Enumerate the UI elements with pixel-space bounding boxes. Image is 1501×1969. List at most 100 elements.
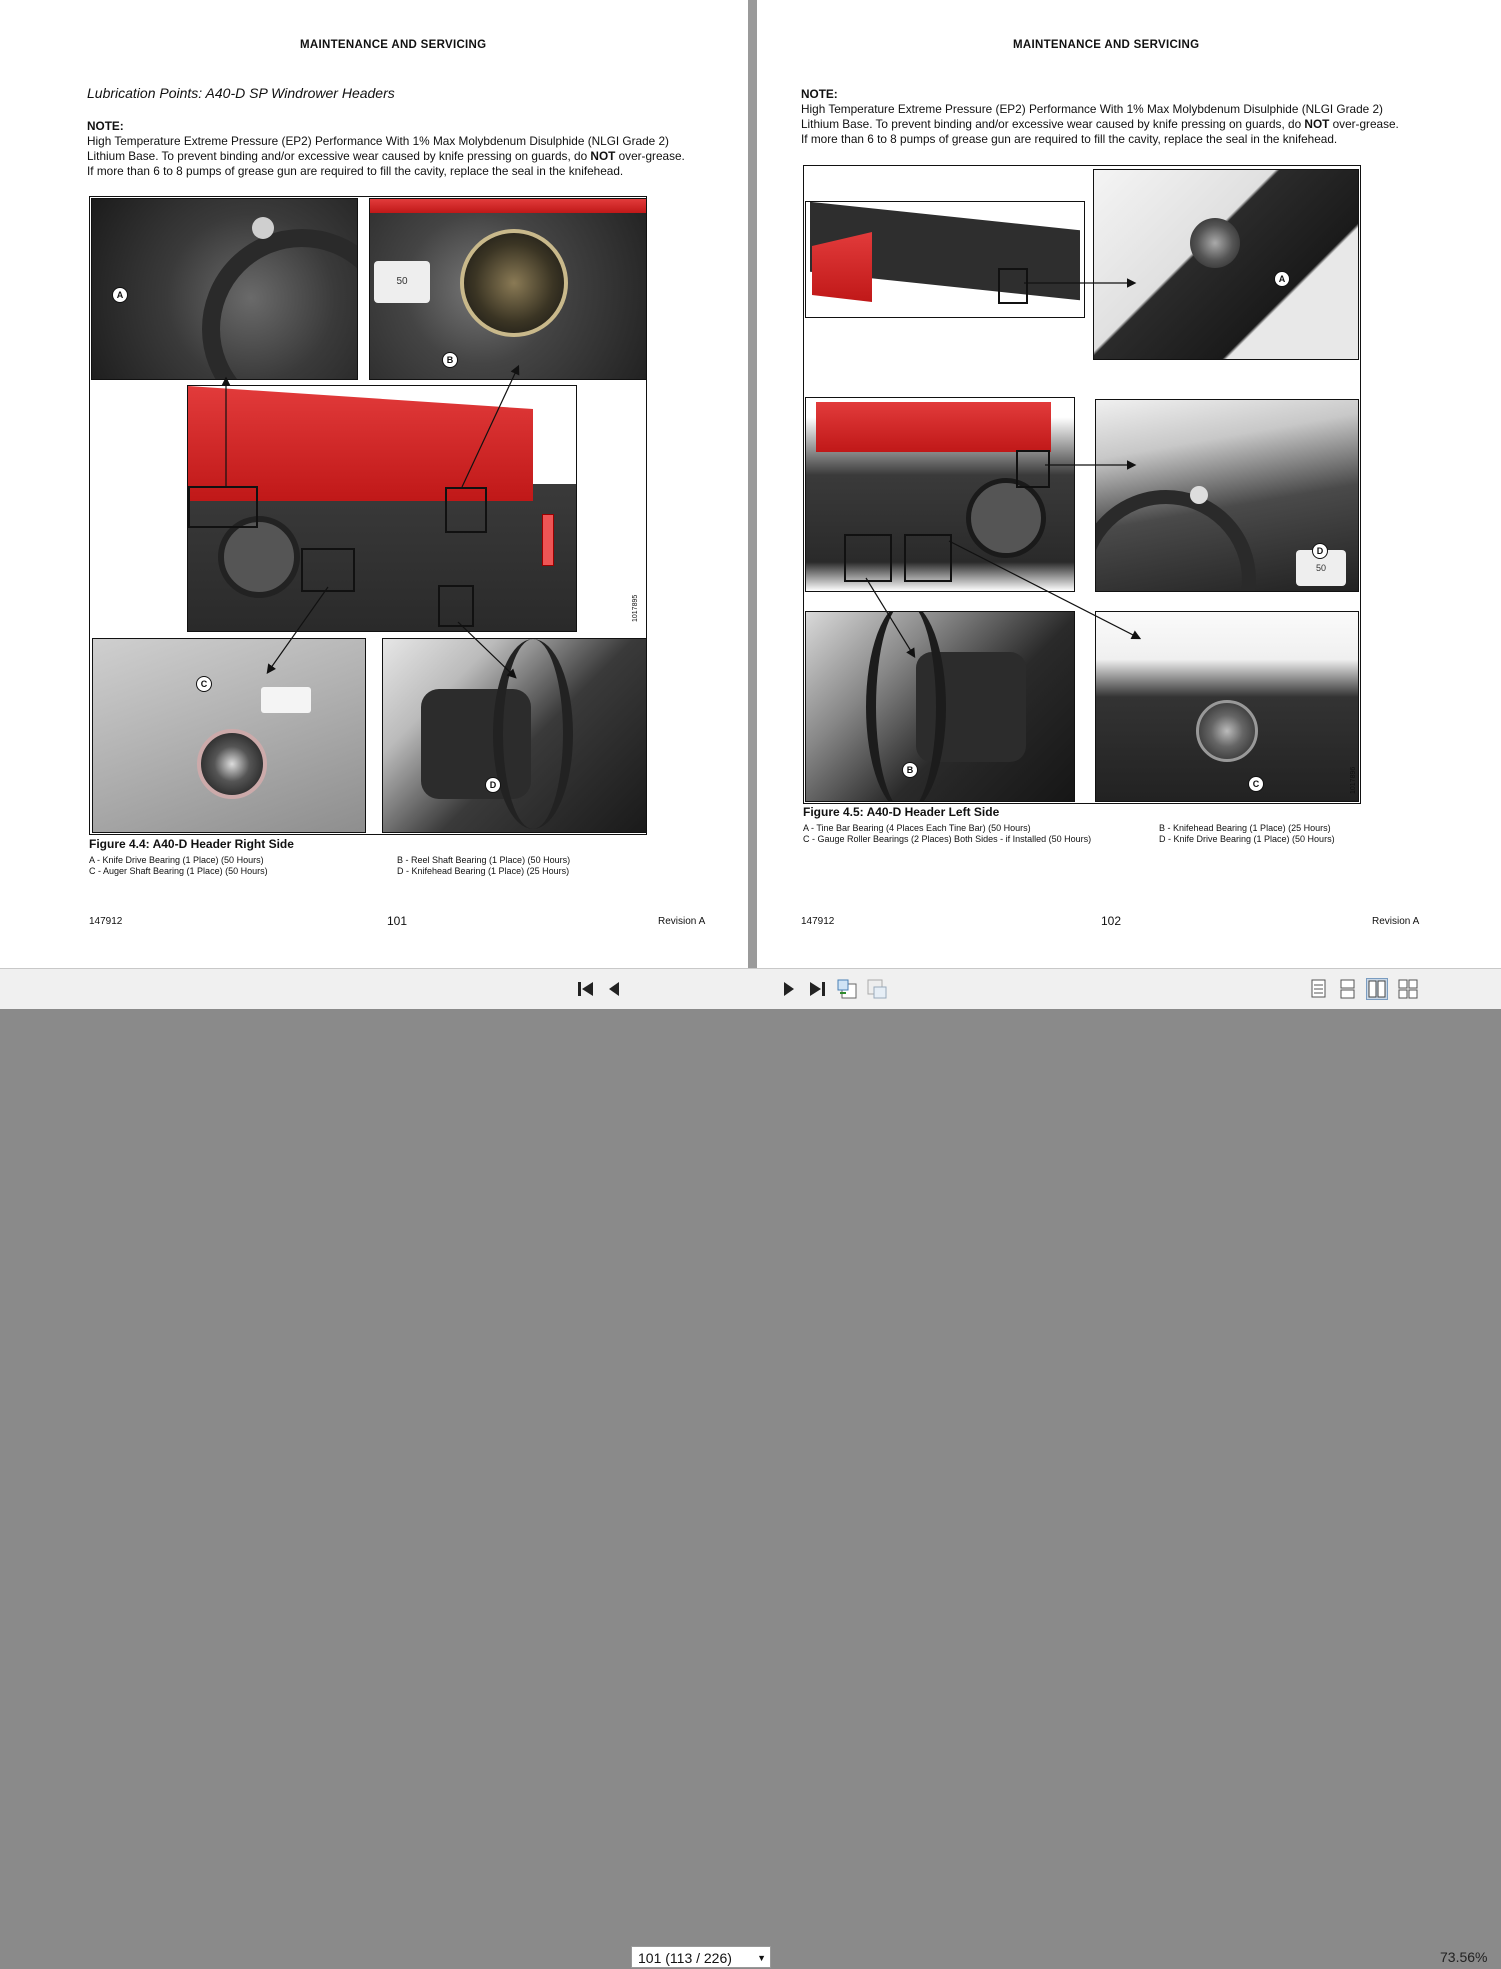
figure-caption: Figure 4.5: A40-D Header Left Side	[803, 805, 1000, 819]
footer-doc-number: 147912	[801, 916, 835, 927]
facing-pages-view-icon[interactable]	[1366, 978, 1388, 1000]
tag-label: 50	[374, 261, 430, 303]
red-panel-edge	[370, 199, 646, 213]
callout-c: C	[1248, 776, 1264, 792]
figure-code: 1017896	[1350, 766, 1357, 794]
page-header: MAINTENANCE AND SERVICING	[300, 39, 487, 51]
legend-item: C - Auger Shaft Bearing (1 Place) (50 Ho…	[89, 866, 268, 876]
first-page-icon[interactable]	[575, 978, 597, 1000]
figure-4-4: A 50 B 1017895 C D	[89, 196, 647, 835]
photo-header-right-side	[187, 385, 577, 632]
note-line: Lithium Base. To prevent binding and/or …	[801, 117, 1399, 132]
note-emphasis: NOT	[1304, 117, 1330, 131]
figure-caption: Figure 4.4: A40-D Header Right Side	[89, 837, 294, 851]
prev-page-icon[interactable]	[603, 978, 625, 1000]
photo-knifehead-bearing: D	[382, 638, 647, 833]
photo-knife-drive-bearing: 50 D	[1095, 399, 1359, 592]
figure-4-5: A 50 D B C 1017896	[803, 165, 1361, 804]
highlight-a	[998, 268, 1028, 304]
bearing-shape	[197, 729, 267, 799]
highlight-b	[904, 534, 952, 582]
callout-c: C	[196, 676, 212, 692]
callout-a: A	[112, 287, 128, 303]
note-emphasis: NOT	[590, 149, 616, 163]
pulley-shape	[866, 612, 946, 801]
note-line: High Temperature Extreme Pressure (EP2) …	[801, 102, 1383, 116]
left-document-page: MAINTENANCE AND SERVICING Lubrication Po…	[0, 0, 748, 968]
bolt-shape	[1190, 486, 1208, 504]
callout-b: B	[902, 762, 918, 778]
highlight-d	[1016, 450, 1050, 488]
footer-page-number: 102	[1101, 914, 1122, 928]
highlight-a	[188, 486, 258, 528]
note-line: Lithium Base. To prevent binding and/or …	[87, 149, 685, 164]
next-page-icon[interactable]	[778, 978, 800, 1000]
legend-item: B - Reel Shaft Bearing (1 Place) (50 Hou…	[397, 855, 571, 865]
single-page-view-icon[interactable]	[1308, 978, 1330, 1000]
photo-tine-bar-bearing: A	[1093, 169, 1359, 360]
figure-code: 1017895	[632, 594, 639, 622]
callout-b: B	[442, 352, 458, 368]
photo-gauge-roller-bearing: C	[1095, 611, 1359, 802]
figure-legend-col1: A - Knife Drive Bearing (1 Place) (50 Ho…	[89, 855, 268, 877]
pulley-shape	[966, 478, 1046, 558]
page-number-select[interactable]: 101 (113 / 226) ▼	[631, 1946, 771, 1968]
legend-item: D - Knifehead Bearing (1 Place) (25 Hour…	[397, 866, 570, 876]
photo-knife-drive-bearing: A	[91, 198, 358, 380]
bearing-shape	[460, 229, 568, 337]
legend-item: C - Gauge Roller Bearings (2 Places) Bot…	[803, 834, 1092, 844]
section-title: Lubrication Points: A40-D SP Windrower H…	[87, 85, 395, 101]
legend-item: A - Knife Drive Bearing (1 Place) (50 Ho…	[89, 855, 264, 865]
page-divider	[748, 0, 757, 968]
highlight-c	[844, 534, 892, 582]
red-endsheet	[812, 232, 872, 302]
callout-d: D	[1312, 543, 1328, 559]
note-line: High Temperature Extreme Pressure (EP2) …	[87, 134, 669, 148]
highlight-d	[438, 585, 474, 627]
note-text: over-grease.	[1329, 117, 1399, 131]
figure-legend-col2: B - Knifehead Bearing (1 Place) (25 Hour…	[1159, 823, 1335, 845]
pulley-shape	[202, 229, 357, 379]
note-block: NOTE: High Temperature Extreme Pressure …	[87, 119, 685, 179]
photo-header-overview	[805, 201, 1085, 318]
highlight-b	[445, 487, 487, 533]
bolt-shape	[252, 217, 274, 239]
pulley-shape	[493, 639, 573, 829]
page-number-value: 101 (113 / 226)	[638, 1950, 732, 1966]
callout-a: A	[1274, 271, 1290, 287]
pulley-shape	[1096, 490, 1256, 591]
legend-item: B - Knifehead Bearing (1 Place) (25 Hour…	[1159, 823, 1331, 833]
legend-item: D - Knife Drive Bearing (1 Place) (50 Ho…	[1159, 834, 1335, 844]
callout-d: D	[485, 777, 501, 793]
zoom-level[interactable]: 73.56%	[1440, 1949, 1488, 1965]
continuous-view-icon[interactable]	[1337, 978, 1359, 1000]
note-block: NOTE: High Temperature Extreme Pressure …	[801, 87, 1399, 147]
note-text: Lithium Base. To prevent binding and/or …	[801, 117, 1305, 131]
right-document-page: MAINTENANCE AND SERVICING NOTE: High Tem…	[757, 0, 1501, 968]
footer-page-number: 101	[387, 914, 408, 928]
bearing-shape	[1196, 700, 1258, 762]
go-forward-icon[interactable]	[866, 978, 888, 1000]
footer-doc-number: 147912	[89, 916, 123, 927]
wheel-shape	[218, 516, 300, 598]
note-text: Lithium Base. To prevent binding and/or …	[87, 149, 591, 163]
bearing-shape	[1190, 218, 1240, 268]
figure-legend-col2: B - Reel Shaft Bearing (1 Place) (50 Hou…	[397, 855, 570, 877]
viewer-toolbar: 101 (113 / 226) ▼ 73.56%	[0, 968, 1501, 1968]
red-header-panel	[188, 386, 533, 501]
red-header-panel	[816, 402, 1051, 452]
go-back-icon[interactable]	[836, 978, 858, 1000]
decal-shape	[261, 687, 311, 713]
reflector-shape	[542, 514, 554, 566]
footer-revision: Revision A	[1372, 916, 1420, 927]
photo-header-left-side	[805, 397, 1075, 592]
continuous-facing-view-icon[interactable]	[1397, 978, 1419, 1000]
figure-legend-col1: A - Tine Bar Bearing (4 Places Each Tine…	[803, 823, 1091, 845]
footer-revision: Revision A	[658, 916, 706, 927]
note-label: NOTE:	[87, 119, 124, 133]
note-label: NOTE:	[801, 87, 838, 101]
note-line: If more than 6 to 8 pumps of grease gun …	[87, 164, 624, 178]
chevron-down-icon: ▼	[757, 1953, 766, 1963]
last-page-icon[interactable]	[806, 978, 828, 1000]
page-header: MAINTENANCE AND SERVICING	[1013, 39, 1200, 51]
